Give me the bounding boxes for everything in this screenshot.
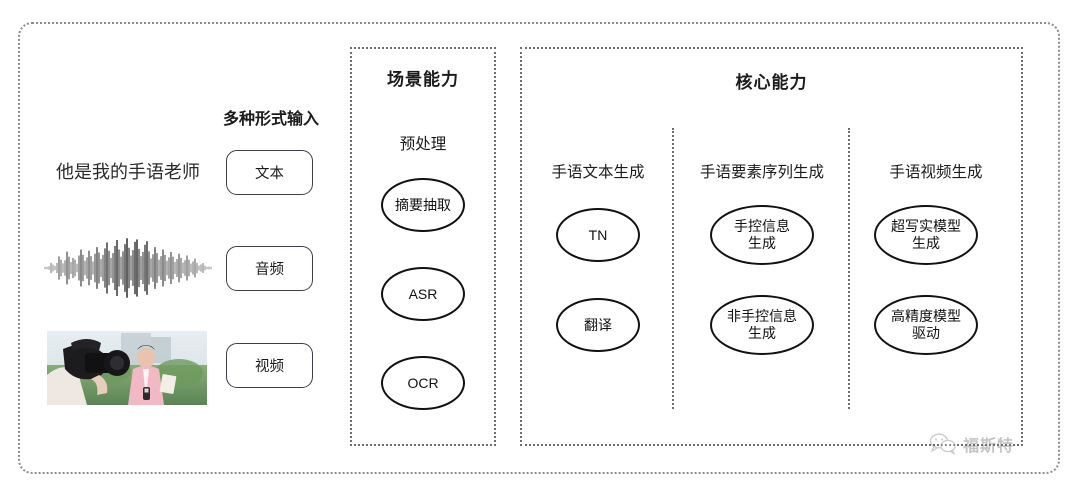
input-chip-text[interactable]: 文本 <box>226 150 313 195</box>
node-high-precision-model-driving[interactable]: 高精度模型 驱动 <box>874 295 978 355</box>
input-chip-video-label: 视频 <box>255 359 284 375</box>
node-summary-extraction[interactable]: 摘要抽取 <box>381 178 465 232</box>
scene-capability-title: 场景能力 <box>387 70 459 89</box>
video-thumbnail <box>47 331 207 405</box>
node-manual-signal-generation[interactable]: 手控信息 生成 <box>710 205 814 265</box>
node-translation-label: 翻译 <box>584 316 612 333</box>
input-group-label: 多种形式输入 <box>222 111 319 128</box>
node-asr-label: ASR <box>408 285 438 302</box>
node-summary-extraction-label: 摘要抽取 <box>395 196 451 213</box>
node-tn[interactable]: TN <box>556 208 640 262</box>
input-chip-audio[interactable]: 音频 <box>226 246 313 291</box>
core-column-1-header: 手语文本生成 <box>551 164 645 181</box>
core-capability-title: 核心能力 <box>735 73 808 92</box>
scene-capability-panel <box>350 47 496 446</box>
core-capability-panel <box>520 47 1023 446</box>
audio-waveform-icon <box>44 238 212 298</box>
sample-sentence-text: 他是我的手语老师 <box>56 162 200 182</box>
input-chip-video[interactable]: 视频 <box>226 343 313 388</box>
node-non-manual-signal-generation-label: 非手控信息 生成 <box>727 308 797 341</box>
node-translation[interactable]: 翻译 <box>556 298 640 352</box>
core-column-divider-1 <box>672 128 674 409</box>
node-hyperrealistic-model-generation-label: 超写实模型 生成 <box>891 218 961 251</box>
node-tn-label: TN <box>588 226 608 243</box>
input-chip-audio-label: 音频 <box>255 262 284 278</box>
node-ocr[interactable]: OCR <box>381 356 465 410</box>
node-manual-signal-generation-label: 手控信息 生成 <box>734 218 790 251</box>
core-column-2-header: 手语要素序列生成 <box>699 164 824 181</box>
node-ocr-label: OCR <box>407 374 439 391</box>
node-hyperrealistic-model-generation[interactable]: 超写实模型 生成 <box>874 205 978 265</box>
input-chip-text-label: 文本 <box>255 166 284 182</box>
node-high-precision-model-driving-label: 高精度模型 驱动 <box>891 308 961 341</box>
scene-subsection-header: 预处理 <box>399 136 447 153</box>
core-column-3-header: 手语视频生成 <box>889 164 983 181</box>
core-column-divider-2 <box>848 128 850 409</box>
wechat-bubbles-icon <box>929 433 956 455</box>
watermark: 福斯特 <box>928 432 1014 456</box>
outer-frame <box>18 22 1060 474</box>
node-asr[interactable]: ASR <box>381 267 465 321</box>
watermark-text: 福斯特 <box>963 438 1015 455</box>
node-non-manual-signal-generation[interactable]: 非手控信息 生成 <box>710 295 814 355</box>
